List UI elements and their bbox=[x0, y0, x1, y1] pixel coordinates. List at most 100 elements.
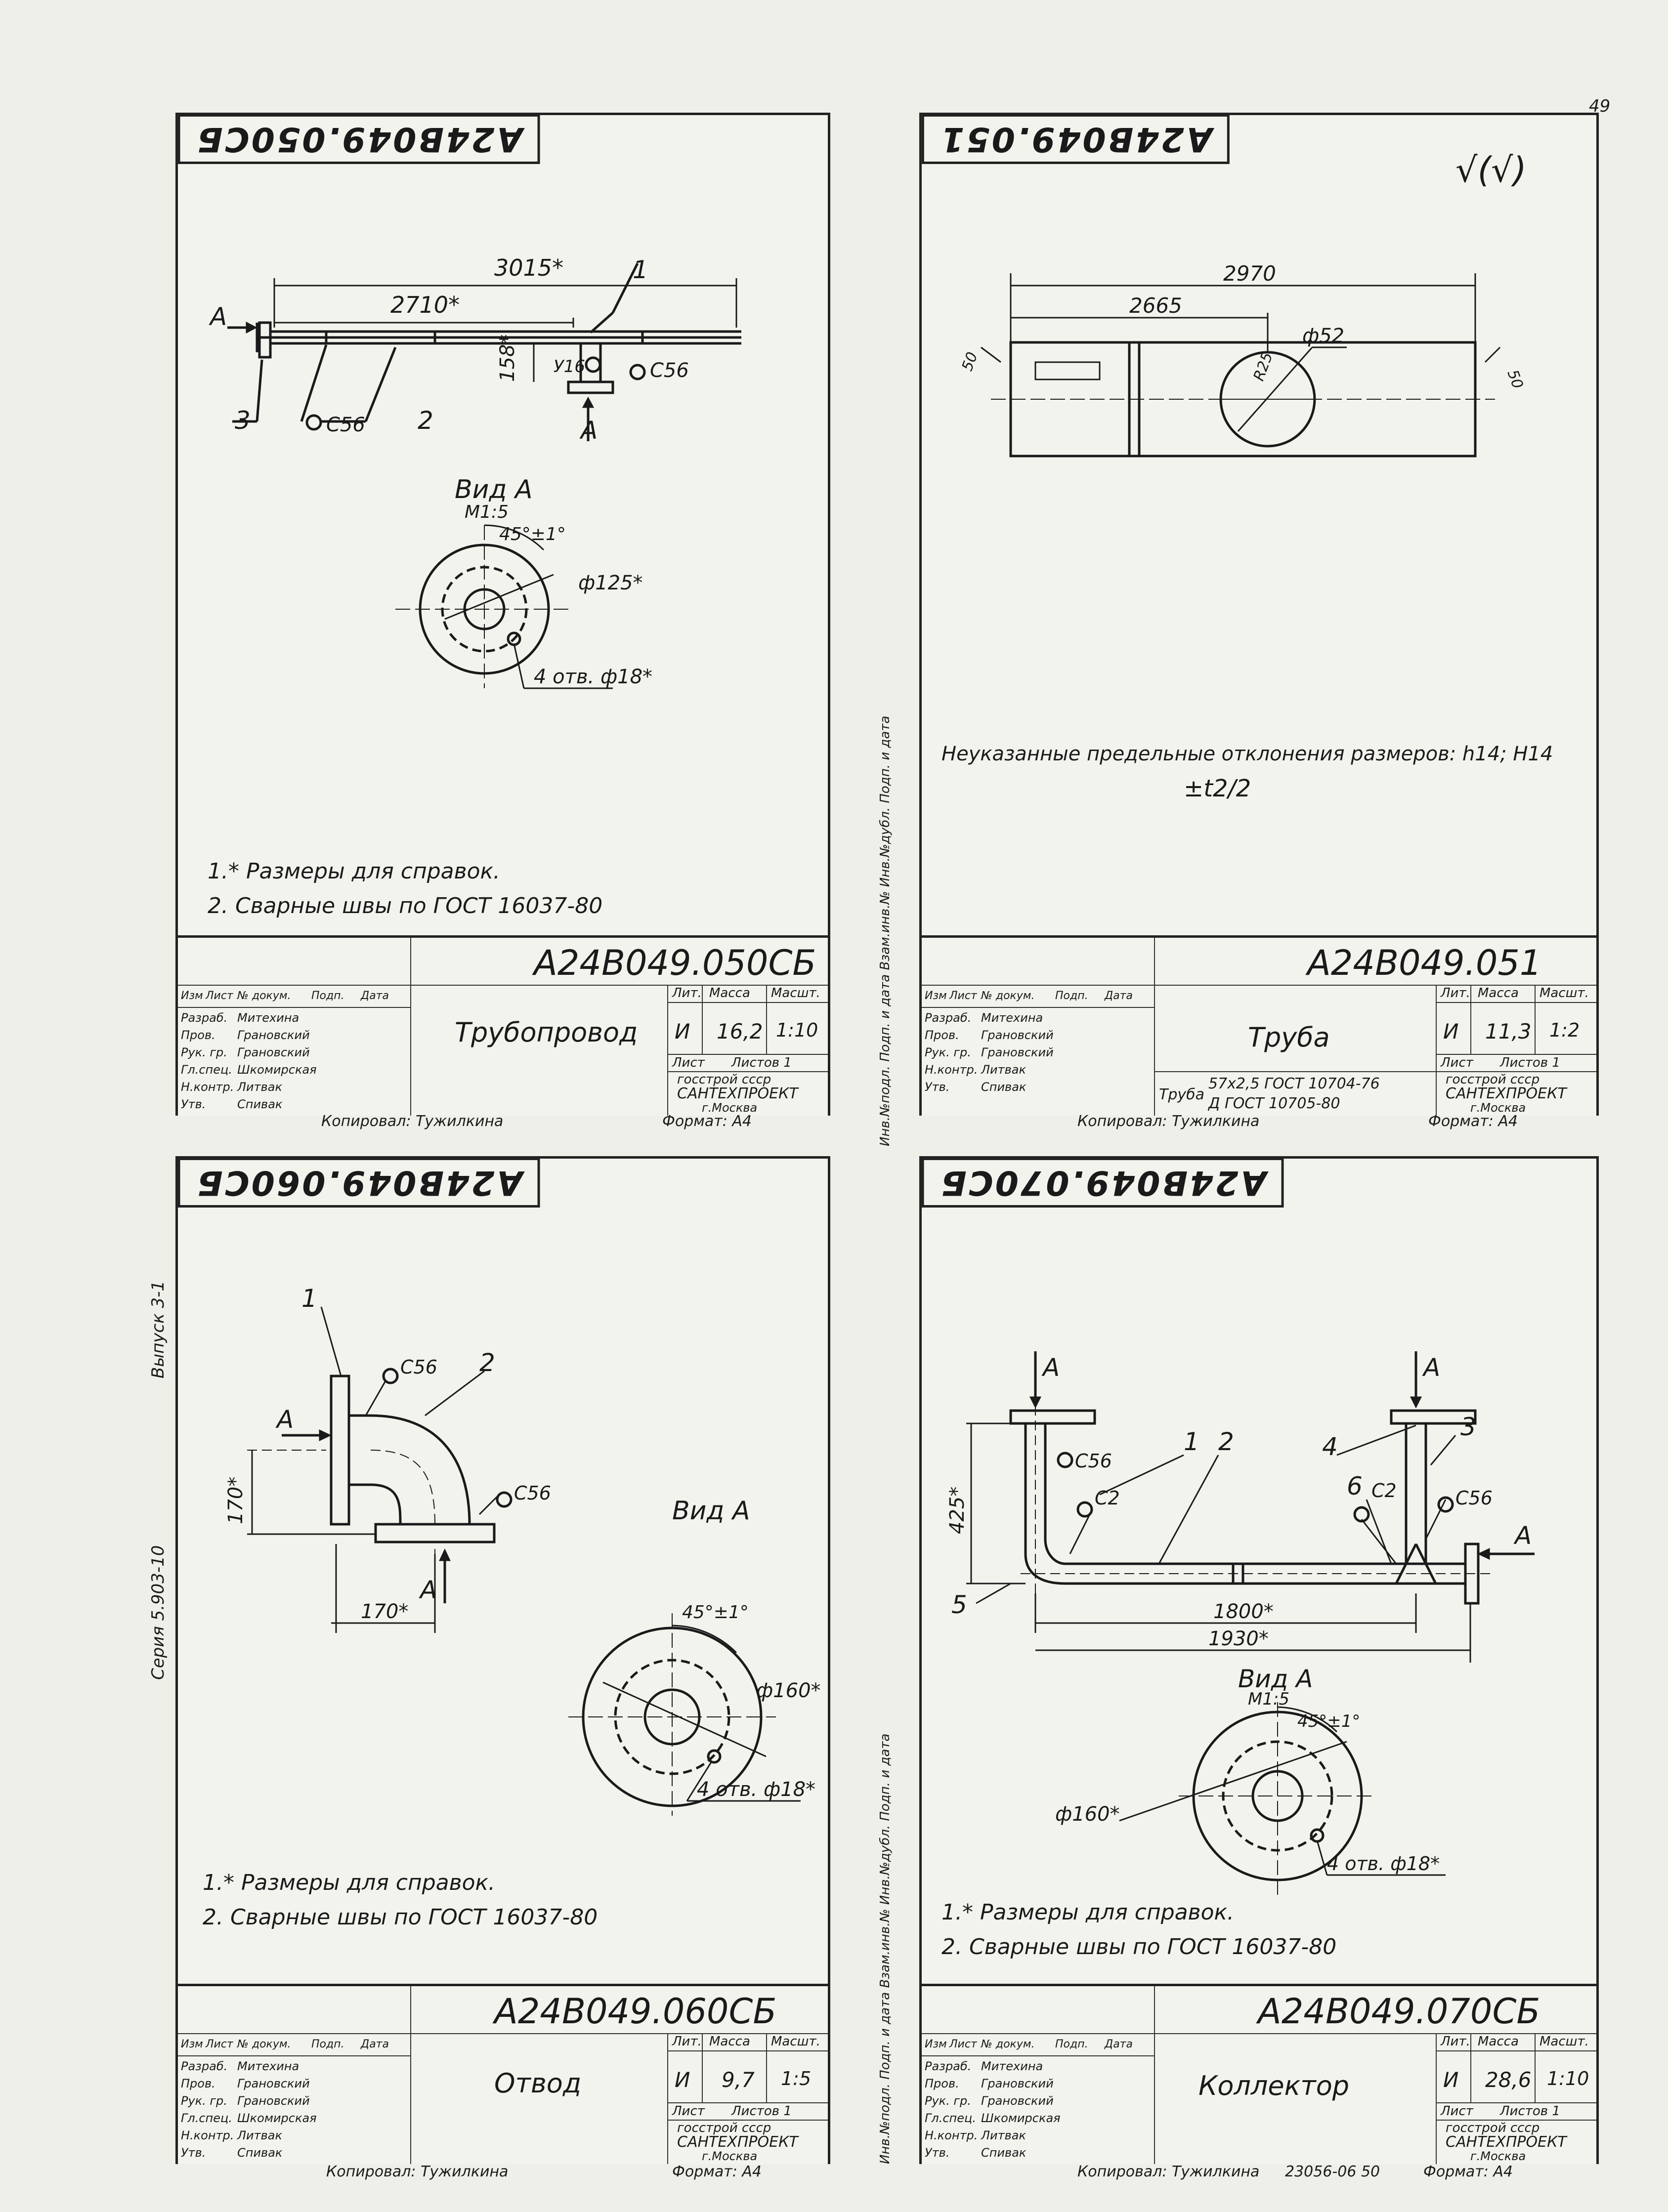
tolerance-note: Неуказанные предельные отклонения размер… bbox=[941, 743, 1553, 765]
org-2: САНТЕХПРОЕКТ bbox=[677, 2133, 798, 2151]
role: Пров. bbox=[925, 1028, 959, 1042]
holes-label: 4 отв. ф18* bbox=[534, 666, 652, 688]
scale-value: 1:10 bbox=[776, 1019, 818, 1041]
label-2: 2 bbox=[1218, 1427, 1234, 1456]
sheet-bottom-left: А24В049.060СБ bbox=[175, 1156, 830, 2164]
person-name: Литвак bbox=[981, 2129, 1026, 2142]
sheet-label: Лист bbox=[1441, 2104, 1473, 2119]
hdr-lit: Лит. bbox=[1441, 986, 1470, 1001]
note-2: 2. Сварные швы по ГОСТ 16037-80 bbox=[203, 1905, 598, 1930]
person-name: Шкомирская bbox=[237, 1063, 317, 1077]
person-name: Грановский bbox=[981, 2077, 1054, 2090]
material-label: Труба bbox=[1159, 1086, 1205, 1103]
org-3: г.Москва bbox=[702, 2149, 758, 2163]
person-name: Литвак bbox=[237, 2129, 282, 2142]
copied-by: Копировал: Тужилкина bbox=[321, 1113, 504, 1130]
role: Рук. гр. bbox=[181, 2094, 227, 2108]
arrow-a-side: А bbox=[1513, 1521, 1532, 1550]
person-name: Грановский bbox=[237, 2094, 310, 2108]
note-1: 1.* Размеры для справок. bbox=[203, 1870, 496, 1895]
hdr-mass: Масса bbox=[1478, 2034, 1519, 2049]
role: Гл.спец. bbox=[181, 2111, 232, 2125]
hdr-izm: Изм bbox=[181, 2038, 203, 2050]
view-a-title: Вид А bbox=[672, 1496, 750, 1526]
role: Гл.спец. bbox=[925, 2111, 976, 2125]
roughness-mark: √(√) bbox=[1455, 150, 1527, 190]
sheet-top-left: А24В049.050СБ bbox=[175, 113, 830, 1116]
tolerance-value: ±t2/2 bbox=[1184, 775, 1251, 802]
view-a-title: Вид А bbox=[1238, 1665, 1313, 1693]
dim-2665: 2665 bbox=[1129, 293, 1182, 318]
hdr-doc: № докум. bbox=[237, 990, 291, 1002]
material-line-1: 57х2,5 ГОСТ 10704-76 bbox=[1208, 1075, 1380, 1092]
org-1: госстрой ссср bbox=[677, 1072, 771, 1087]
hdr-date: Дата bbox=[1105, 2038, 1133, 2050]
org-1: госстрой ссср bbox=[1446, 2121, 1540, 2135]
role: Пров. bbox=[181, 1028, 215, 1042]
approval-strip-upper: Инв.№подл. Подп. и дата Взам.инв.№ Инв.№… bbox=[878, 715, 893, 1146]
hdr-list: Лист bbox=[949, 2038, 977, 2050]
sheets-count: Листов 1 bbox=[731, 2104, 792, 2119]
label-3: 3 bbox=[1460, 1413, 1476, 1441]
label-1: 1 bbox=[633, 255, 648, 284]
role: Рук. гр. bbox=[925, 2094, 971, 2108]
org-1: госстрой ссср bbox=[1446, 1072, 1540, 1087]
view-a-title: Вид А bbox=[455, 475, 533, 504]
person-name: Митехина bbox=[237, 2059, 299, 2073]
title-block-code: А24В049.070СБ bbox=[1258, 1991, 1540, 2032]
org-1: госстрой ссср bbox=[677, 2121, 771, 2135]
org-3: г.Москва bbox=[702, 1101, 758, 1115]
lit-value: И bbox=[675, 1019, 690, 1043]
hdr-list: Лист bbox=[949, 990, 977, 1002]
approval-strip-lower: Инв.№подл. Подп. и дата Взам.инв.№ Инв.№… bbox=[878, 1733, 893, 2164]
drawing-title: Отвод bbox=[494, 2068, 582, 2099]
sheet-top-right: А24В049.051 √(√) 2970 2665 ф52 R25 50 50… bbox=[919, 113, 1599, 1116]
hdr-izm: Изм bbox=[925, 2038, 947, 2050]
scale-value: 1:10 bbox=[1547, 2068, 1589, 2089]
title-block: А24В049.050СБ Трубопровод Лит. Масса Мас… bbox=[178, 935, 828, 1116]
org-3: г.Москва bbox=[1470, 1101, 1526, 1115]
diameter-125: ф125* bbox=[578, 572, 643, 594]
diameter-160: ф160* bbox=[1055, 1803, 1120, 1826]
role: Разраб. bbox=[181, 2059, 228, 2073]
person-name: Грановский bbox=[237, 2077, 310, 2090]
angle-label: 45°±1° bbox=[682, 1602, 749, 1623]
person-name: Шкомирская bbox=[237, 2111, 317, 2125]
names-column: Митехина Грановский Грановский Литвак Сп… bbox=[981, 1009, 1054, 1096]
role: Разраб. bbox=[925, 1011, 972, 1025]
roles-column: Разраб. Пров. Рук. гр. Н.контр. Утв. bbox=[925, 1009, 978, 1096]
role: Рук. гр. bbox=[925, 1045, 971, 1059]
note-2: 2. Сварные швы по ГОСТ 16037-80 bbox=[941, 1934, 1337, 1960]
weld-c2-right: С2 bbox=[1371, 1480, 1397, 1502]
role: Утв. bbox=[925, 2146, 950, 2160]
hdr-doc: № докум. bbox=[237, 2038, 291, 2050]
title-block-code: А24В049.060СБ bbox=[494, 1991, 777, 2032]
hdr-list: Лист bbox=[206, 990, 233, 1002]
scale-value: 1:5 bbox=[781, 2068, 812, 2089]
person-name: Митехина bbox=[237, 1011, 299, 1025]
role: Утв. bbox=[181, 1097, 206, 1111]
format-label: Формат: А4 bbox=[662, 1113, 752, 1130]
lit-value: И bbox=[1443, 1019, 1459, 1043]
person-name: Грановский bbox=[981, 1028, 1054, 1042]
hdr-mass: Масса bbox=[709, 986, 750, 1001]
title-block-code: А24В049.050СБ bbox=[534, 943, 816, 983]
names-column: Митехина Грановский Грановский Шкомирска… bbox=[237, 2058, 317, 2162]
role: Пров. bbox=[925, 2077, 959, 2090]
person-name: Митехина bbox=[981, 2059, 1043, 2073]
role: Гл.спец. bbox=[181, 1063, 232, 1077]
person-name: Литвак bbox=[981, 1063, 1026, 1077]
person-name: Спивак bbox=[237, 2146, 283, 2160]
org-2: САНТЕХПРОЕКТ bbox=[1446, 1085, 1567, 1102]
mass-value: 16,2 bbox=[717, 1019, 763, 1043]
dim-1800: 1800* bbox=[1213, 1600, 1274, 1623]
person-name: Спивак bbox=[981, 2146, 1026, 2160]
copied-by: Копировал: Тужилкина bbox=[326, 2163, 509, 2180]
hdr-date: Дата bbox=[361, 990, 389, 1002]
pipeline-drawing: 3015* 2710* 158* У16 С56 С56 1 2 3 А А В… bbox=[209, 254, 741, 689]
title-block: А24В049.060СБ Отвод Лит. Масса Масшт. И … bbox=[178, 1984, 828, 2164]
hdr-lit: Лит. bbox=[1441, 2034, 1470, 2049]
hdr-sign: Подп. bbox=[311, 990, 344, 1002]
person-name: Грановский bbox=[237, 1028, 310, 1042]
copied-by: Копировал: Тужилкина bbox=[1077, 2163, 1260, 2180]
